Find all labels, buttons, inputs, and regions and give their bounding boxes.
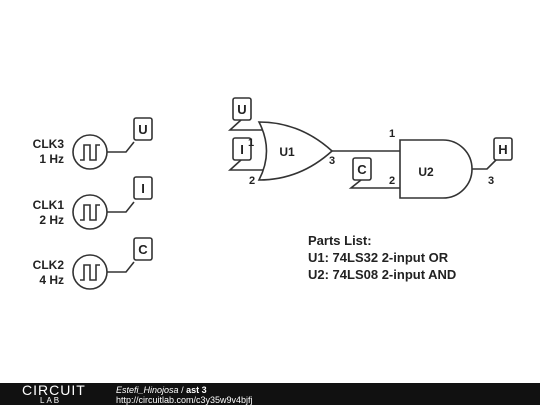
gate-label: U1 (279, 145, 295, 159)
parts-list-title: Parts List: (308, 233, 372, 248)
output-wire (472, 159, 497, 170)
net-tag-box[interactable] (232, 97, 252, 121)
gate-label: U2 (418, 165, 434, 179)
schematic-svg: CLK3 1 Hz U CLK1 2 Hz I CLK2 4 Hz C U I (33, 97, 513, 290)
pin-number-in2: 2 (249, 175, 255, 187)
circuitlab-logo[interactable]: CIRCUIT LAB (22, 382, 86, 405)
clock-output-wire (107, 201, 135, 213)
clock-source-clk3[interactable]: CLK3 1 Hz U (33, 117, 153, 170)
net-tag-box[interactable] (232, 137, 252, 161)
or-gate-u1[interactable]: U I U1 1 2 3 (227, 97, 335, 187)
net-tag-label: C (138, 242, 148, 257)
square-wave-icon (80, 144, 100, 161)
circuit-title: ast 3 (186, 385, 207, 395)
net-tag-label: I (240, 142, 244, 157)
input-wire-2 (348, 179, 400, 189)
net-tag-box[interactable] (352, 157, 372, 181)
pin-number-out: 3 (488, 175, 494, 187)
pin-number-out: 3 (329, 155, 335, 167)
footer-info: Estefi_Hinojosa / ast 3 http://circuitla… (116, 385, 253, 405)
and-gate-u2[interactable]: U2 1 2 3 C H (348, 128, 513, 199)
footer-bar: CIRCUIT LAB Estefi_Hinojosa / ast 3 http… (0, 383, 540, 405)
input-wire-2 (227, 159, 264, 171)
clock-name-label: CLK2 (33, 258, 65, 272)
parts-list-item: U1: 74LS32 2-input OR (308, 250, 449, 265)
net-tag-box[interactable] (133, 117, 153, 141)
net-tag-box[interactable] (493, 137, 513, 161)
net-tag-box[interactable] (133, 237, 153, 261)
net-tag-label: H (498, 142, 507, 157)
input-wire-1 (227, 119, 264, 131)
net-tag-label: I (141, 181, 145, 196)
author-link[interactable]: Estefi_Hinojosa (116, 385, 179, 395)
clock-output-wire (107, 261, 135, 273)
logo-main-text: CIRCUIT (22, 382, 86, 398)
clock-output-wire (107, 141, 135, 153)
net-tag-label: C (357, 162, 367, 177)
clock-frequency-label: 1 Hz (39, 152, 64, 166)
or-gate-body (257, 121, 334, 181)
clock-name-label: CLK1 (33, 198, 65, 212)
logo-sub-text: LAB (40, 396, 62, 405)
net-tag-label: U (237, 102, 246, 117)
path-separator: / (181, 385, 184, 395)
parts-list-item: U2: 74LS08 2-input AND (308, 267, 457, 282)
circuit-url-link[interactable]: http://circuitlab.com/c3y35w9v4bjfj (116, 395, 253, 405)
clock-source-clk2[interactable]: CLK2 4 Hz C (33, 237, 153, 290)
square-wave-icon (80, 204, 100, 221)
pin-number-in2: 2 (389, 175, 395, 187)
clock-name-label: CLK3 (33, 137, 65, 151)
net-tag-box[interactable] (133, 176, 153, 200)
and-gate-body (399, 139, 473, 199)
parts-list: Parts List: U1: 74LS32 2-input OR U2: 74… (308, 232, 456, 283)
clock-source-clk1[interactable]: CLK1 2 Hz I (33, 176, 153, 230)
clock-frequency-label: 2 Hz (39, 213, 64, 227)
pin-number-in1: 1 (389, 128, 395, 140)
schematic-canvas: CLK3 1 Hz U CLK1 2 Hz I CLK2 4 Hz C U I (33, 97, 513, 290)
pin-number-in1: 1 (248, 137, 254, 149)
clock-frequency-label: 4 Hz (39, 273, 64, 287)
net-tag-label: U (138, 122, 147, 137)
square-wave-icon (80, 264, 100, 281)
